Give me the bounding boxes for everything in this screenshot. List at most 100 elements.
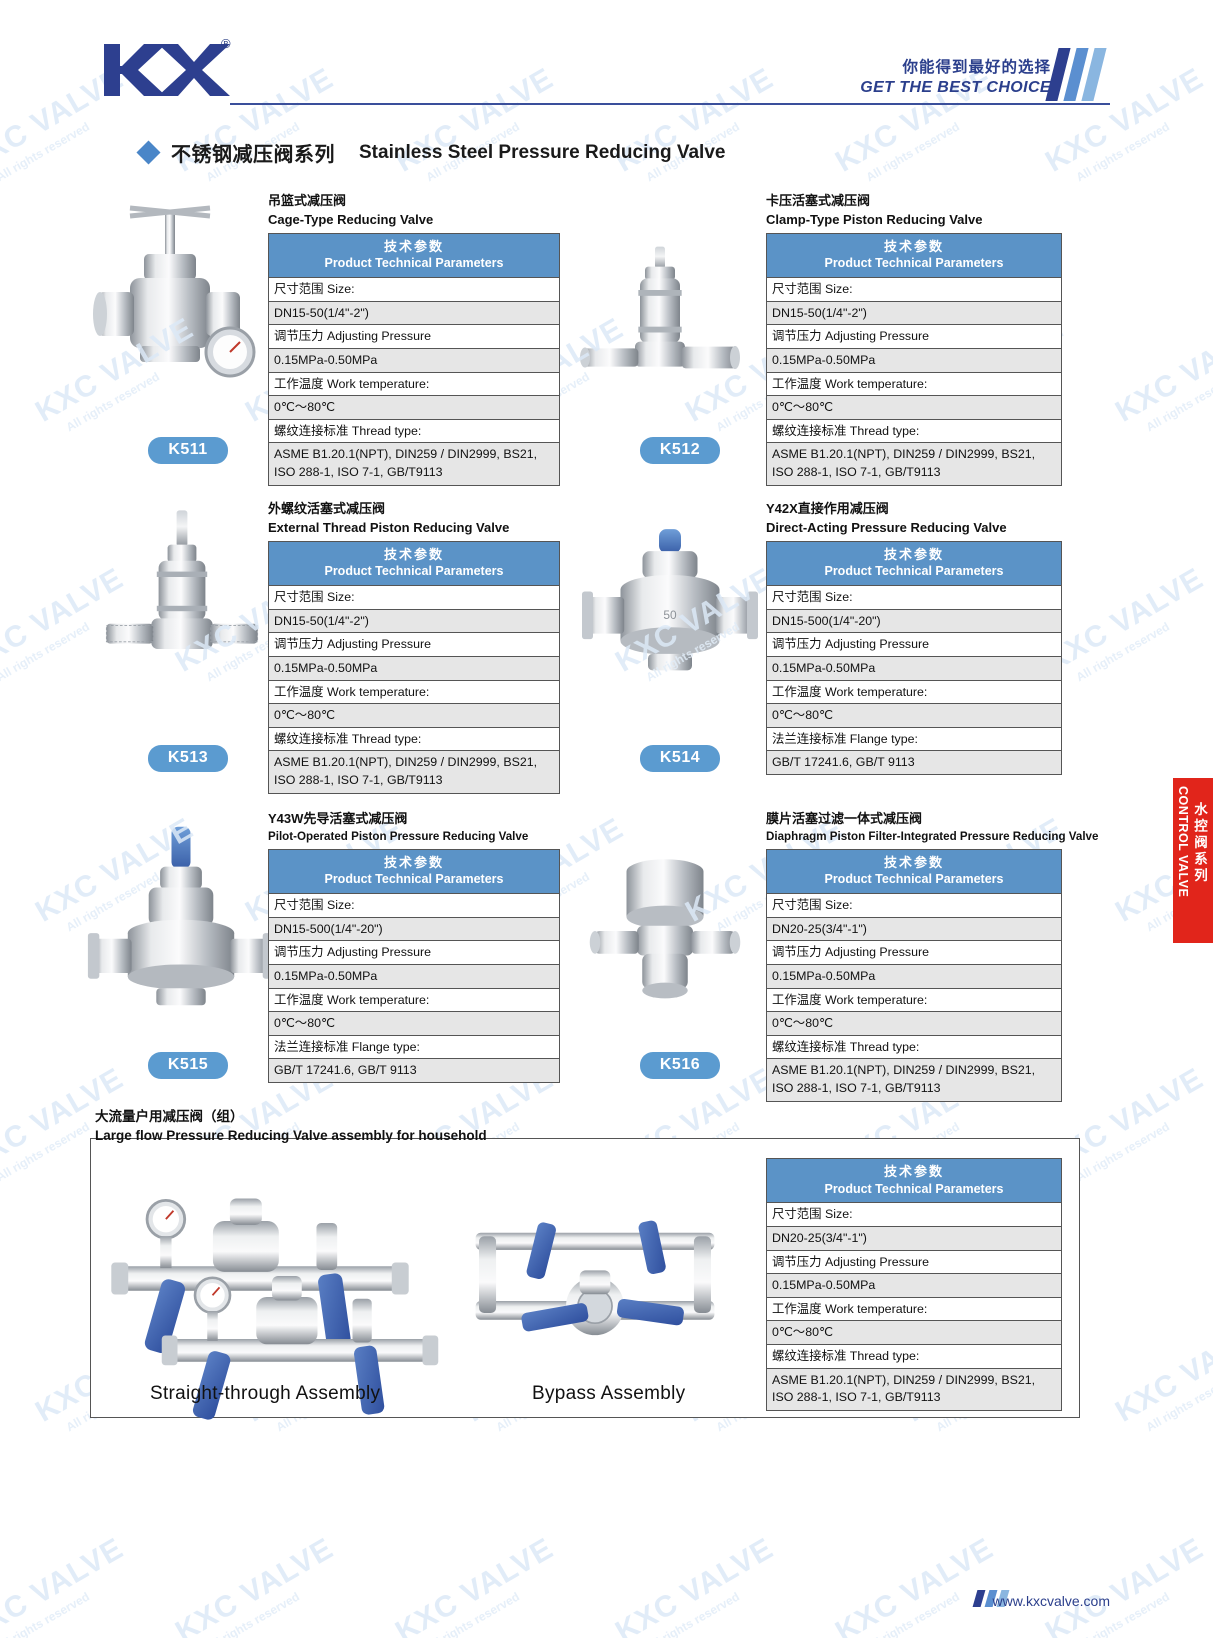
spec-value: DN15-50(1/4"-2"): [268, 608, 560, 634]
spec-value: DN15-50(1/4"-2"): [268, 300, 560, 326]
spec-row-value: 0.15MPa-0.50MPa: [268, 655, 560, 681]
spec-header-en: Product Technical Parameters: [824, 564, 1004, 579]
spec-value: 0℃～80℃: [268, 1011, 560, 1036]
header-rule: [230, 103, 1110, 105]
spec-header-cn: 技术参数: [383, 854, 444, 870]
spec-label: 螺纹连接标准 Thread type:: [268, 418, 560, 444]
spec-row-value: 0.15MPa-0.50MPa: [766, 963, 1062, 989]
spec-label: 调节压力 Adjusting Pressure: [766, 324, 1062, 349]
spec-row-label: 调节压力 Adjusting Pressure: [766, 632, 1062, 657]
product-block-k515: Y43W先导活塞式减压阀 Pilot-Operated Piston Pressu…: [268, 810, 560, 1083]
spec-row-value: 0.15MPa-0.50MPa: [268, 963, 560, 989]
spec-row-label: 工作温度 Work temperature:: [268, 371, 560, 397]
product-title: Y43W先导活塞式减压阀 Pilot-Operated Piston Pressu…: [268, 810, 560, 846]
spec-row-value: GB/T 17241.6, GB/T 9113: [766, 750, 1062, 775]
spec-row-label: 螺纹连接标准 Thread type:: [268, 726, 560, 752]
spec-row-value: 0.15MPa-0.50MPa: [766, 655, 1062, 681]
product-title-cn: Y43W先导活塞式减压阀: [268, 811, 408, 826]
model-badge-k511[interactable]: K511: [148, 437, 228, 464]
spec-label: 调节压力 Adjusting Pressure: [268, 940, 560, 965]
product-title-cn: 膜片活塞过滤一体式减压阀: [766, 811, 923, 826]
spec-row-value: 0.15MPa-0.50MPa: [268, 347, 560, 373]
spec-label: 工作温度 Work temperature:: [766, 371, 1062, 397]
valve-illustration: [580, 246, 740, 370]
valve-illustration: [105, 510, 259, 649]
model-badge-k516[interactable]: K516: [640, 1052, 720, 1079]
spec-row-label: 螺纹连接标准 Thread type:: [766, 1034, 1062, 1060]
spec-row-label: 螺纹连接标准 Thread type:: [268, 418, 560, 444]
product-image-k512: [560, 240, 760, 445]
product-title-cn: 外螺纹活塞式减压阀: [268, 501, 386, 516]
spec-value: 0.15MPa-0.50MPa: [766, 347, 1062, 373]
assembly-image-straight-secondary: [150, 1255, 450, 1435]
spec-label: 调节压力 Adjusting Pressure: [766, 940, 1062, 965]
spec-label: 工作温度 Work temperature:: [766, 987, 1062, 1013]
spec-row-label: 尺寸范围 Size:: [766, 585, 1062, 610]
model-badge-k514[interactable]: K514: [640, 745, 720, 772]
spec-value: GB/T 17241.6, GB/T 9113: [766, 750, 1062, 775]
tagline-en: GET THE BEST CHOICE: [860, 79, 1051, 96]
spec-value: DN20-25(3/4"-1"): [766, 1226, 1062, 1251]
spec-row-label: 工作温度 Work temperature:: [268, 987, 560, 1013]
spec-row-label: 工作温度 Work temperature:: [766, 987, 1062, 1013]
spec-value: ASME B1.20.1(NPT), DIN259 / DIN2999, BS2…: [766, 1058, 1062, 1102]
spec-row-label: 螺纹连接标准 Thread type:: [766, 1344, 1062, 1369]
spec-row-value: DN20-25(3/4"-1"): [766, 916, 1062, 942]
spec-row-value: 0.15MPa-0.50MPa: [766, 347, 1062, 373]
model-badge-k515[interactable]: K515: [148, 1052, 228, 1079]
spec-row-label: 法兰连接标准 Flange type:: [766, 726, 1062, 752]
spec-value: 0℃～80℃: [766, 1011, 1062, 1036]
spec-value: 0.15MPa-0.50MPa: [766, 655, 1062, 681]
spec-row-label: 工作温度 Work temperature:: [268, 679, 560, 705]
spec-header-cn: 技术参数: [883, 546, 944, 562]
spec-row-value: DN15-500(1/4"-20"): [766, 608, 1062, 634]
spec-row-label: 尺寸范围 Size:: [766, 1202, 1062, 1228]
spec-value: 0.15MPa-0.50MPa: [766, 963, 1062, 989]
spec-header-en: Product Technical Parameters: [324, 872, 504, 887]
side-tab-control-valve[interactable]: CONTROL VALVE 水控阀系列: [1173, 778, 1213, 943]
spec-row-value: DN15-50(1/4"-2"): [268, 608, 560, 634]
spec-table-header: 技术参数 Product Technical Parameters: [766, 540, 1062, 587]
spec-row-label: 尺寸范围 Size:: [268, 585, 560, 610]
spec-row-value: 0℃～80℃: [268, 703, 560, 728]
spec-table: 技术参数 Product Technical Parameters 尺寸范围 Siz…: [268, 848, 560, 1083]
header-bars-icon: [1045, 48, 1110, 101]
spec-value: ASME B1.20.1(NPT), DIN259 / DIN2999, BS2…: [766, 1367, 1062, 1411]
spec-row-label: 尺寸范围 Size:: [268, 893, 560, 918]
spec-label: 螺纹连接标准 Thread type:: [268, 726, 560, 752]
spec-value: 0℃～80℃: [766, 1320, 1062, 1346]
spec-label: 螺纹连接标准 Thread type:: [766, 1034, 1062, 1060]
spec-row-value: 0.15MPa-0.50MPa: [766, 1273, 1062, 1298]
spec-row-value: 0℃～80℃: [766, 703, 1062, 728]
spec-row-label: 尺寸范围 Size:: [268, 277, 560, 302]
spec-label: 尺寸范围 Size:: [268, 893, 560, 918]
spec-row-value: ASME B1.20.1(NPT), DIN259 / DIN2999, BS2…: [268, 750, 560, 794]
spec-row-label: 调节压力 Adjusting Pressure: [268, 940, 560, 965]
product-title-en: Pilot-Operated Piston Pressure Reducing …: [268, 829, 529, 843]
spec-row-value: 0℃～80℃: [766, 395, 1062, 420]
assembly-illustration: [475, 1220, 715, 1336]
page-footer: www.kxcvalve.com: [0, 1568, 1213, 1638]
spec-header-en: Product Technical Parameters: [824, 1181, 1004, 1196]
assembly-illustration: [111, 1198, 409, 1353]
spec-header-en: Product Technical Parameters: [324, 256, 504, 271]
spec-row-label: 法兰连接标准 Flange type:: [268, 1034, 560, 1060]
model-badge-k513[interactable]: K513: [148, 745, 228, 772]
product-image-k514: 50: [570, 520, 770, 745]
spec-header-en: Product Technical Parameters: [324, 564, 504, 579]
model-badge-k512[interactable]: K512: [640, 437, 720, 464]
spec-value: ASME B1.20.1(NPT), DIN259 / DIN2999, BS2…: [766, 442, 1062, 486]
spec-header-cn: 技术参数: [883, 238, 944, 254]
product-image-k513: [92, 498, 272, 733]
footer-website[interactable]: www.kxcvalve.com: [992, 1593, 1110, 1609]
